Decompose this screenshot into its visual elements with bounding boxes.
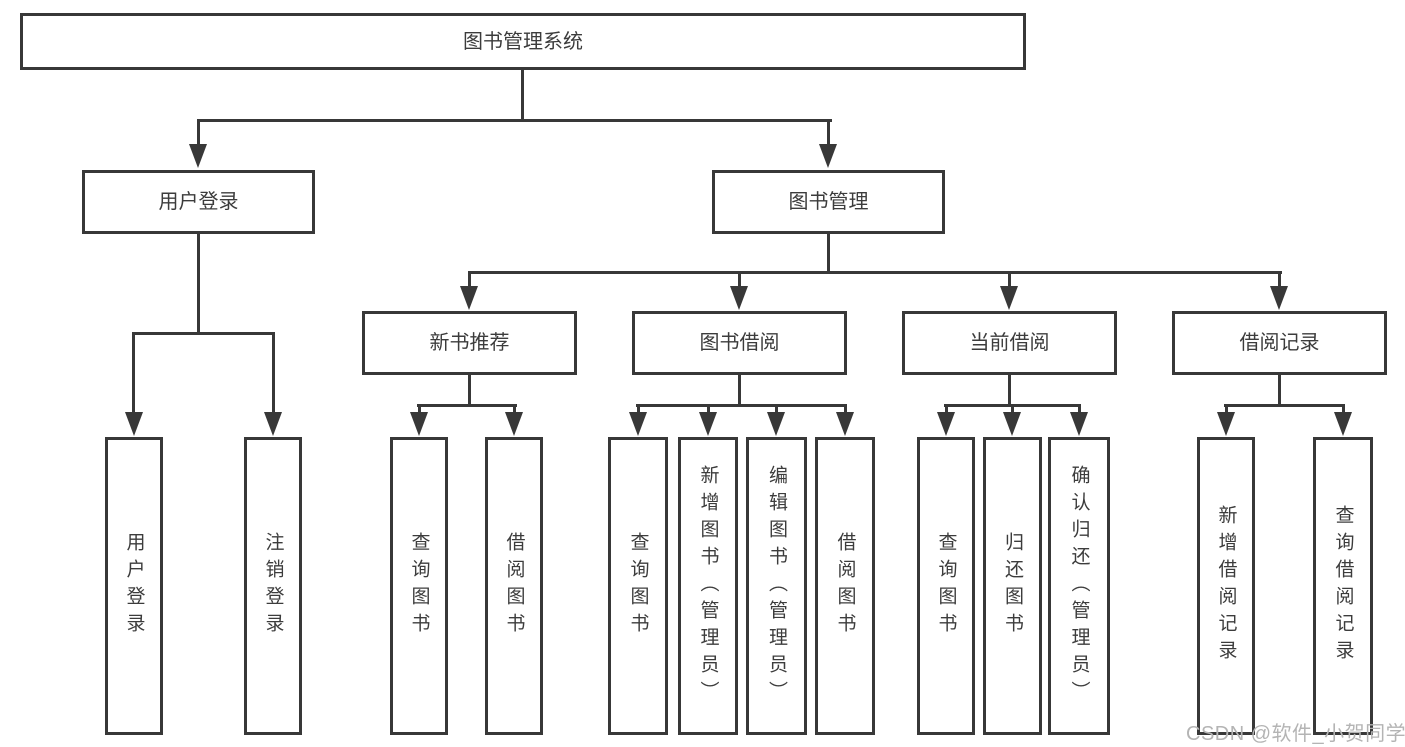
arrow-down-icon [189,144,207,168]
node-book-management: 图书管理 [712,170,945,234]
node-new-book-recommend: 新书推荐 [362,311,577,375]
connector-line [468,271,1282,274]
connector-line [468,374,471,407]
arrow-down-icon [125,412,143,436]
csdn-watermark: CSDN @软件_小贺同学 [1186,723,1405,745]
arrow-down-icon [1003,412,1021,436]
connector-line [827,119,830,149]
connector-line [1225,404,1228,416]
connector-line [1224,404,1345,407]
connector-line [132,332,135,414]
arrow-down-icon [767,412,785,436]
connector-line [468,271,471,291]
arrow-down-icon [730,286,748,310]
node-leaf-add-book-admin: 新增图书（管理员） [678,437,738,735]
arrow-down-icon [460,286,478,310]
arrow-down-icon [1270,286,1288,310]
arrow-down-icon [1334,412,1352,436]
node-current-borrow: 当前借阅 [902,311,1117,375]
arrow-down-icon [505,412,523,436]
connector-line [1011,404,1014,416]
connector-line [272,332,275,414]
connector-line [197,119,200,149]
connector-line [521,70,524,121]
arrow-down-icon [629,412,647,436]
connector-line [418,404,421,416]
arrow-down-icon [1070,412,1088,436]
node-leaf-borrow-books-recommend: 借阅图书 [485,437,543,735]
connector-line [1278,271,1281,291]
connector-line [738,271,741,291]
node-leaf-confirm-return-admin: 确认归还（管理员） [1048,437,1110,735]
arrow-down-icon [410,412,428,436]
node-leaf-add-borrow-record: 新增借阅记录 [1197,437,1255,735]
connector-line [1008,374,1011,407]
connector-line [775,404,778,416]
connector-line [1342,404,1345,416]
node-leaf-logout: 注销登录 [244,437,302,735]
node-leaf-query-books-current: 查询图书 [917,437,975,735]
node-book-borrow: 图书借阅 [632,311,847,375]
arrow-down-icon [264,412,282,436]
connector-line [417,404,517,407]
connector-line [513,404,516,416]
connector-line [1008,271,1011,291]
connector-line [844,404,847,416]
node-leaf-edit-book-admin: 编辑图书（管理员） [746,437,807,735]
connector-line [707,404,710,416]
node-leaf-query-books-recommend: 查询图书 [390,437,448,735]
connector-line [1078,404,1081,416]
node-root: 图书管理系统 [20,13,1026,70]
connector-line [636,404,847,407]
node-leaf-user-login: 用户登录 [105,437,163,735]
arrow-down-icon [937,412,955,436]
connector-line [637,404,640,416]
connector-line [738,374,741,407]
node-user-login: 用户登录 [82,170,315,234]
node-leaf-query-borrow-record: 查询借阅记录 [1313,437,1373,735]
arrow-down-icon [836,412,854,436]
connector-line [197,234,200,334]
connector-line [132,332,275,335]
arrow-down-icon [1000,286,1018,310]
arrow-down-icon [699,412,717,436]
connector-line [197,119,832,122]
connector-line [827,234,830,273]
node-borrow-records: 借阅记录 [1172,311,1387,375]
arrow-down-icon [819,144,837,168]
connector-line [945,404,948,416]
node-leaf-borrow-books-borrow: 借阅图书 [815,437,875,735]
arrow-down-icon [1217,412,1235,436]
node-leaf-query-books-borrow: 查询图书 [608,437,668,735]
connector-line [1278,374,1281,407]
node-leaf-return-book: 归还图书 [983,437,1042,735]
